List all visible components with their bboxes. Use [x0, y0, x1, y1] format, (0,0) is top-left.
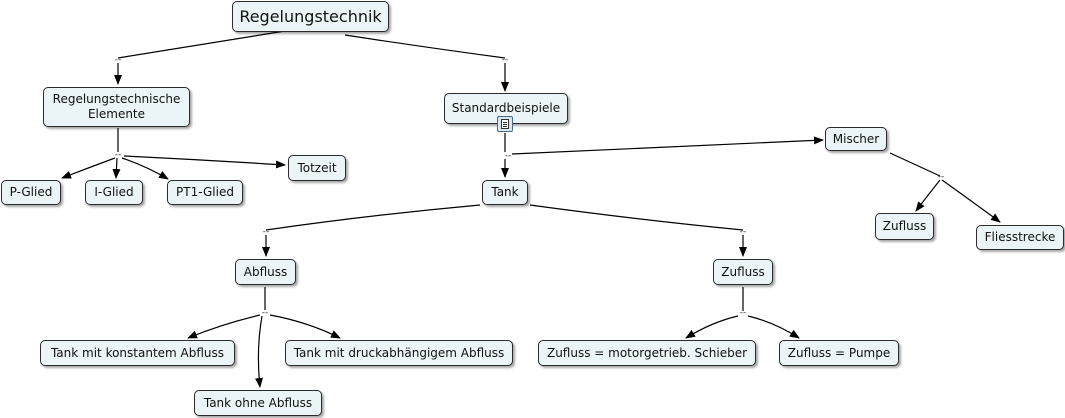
- concept-totzeit[interactable]: Totzeit: [288, 155, 346, 181]
- concept-mischer[interactable]: Mischer: [825, 127, 887, 151]
- concept-pt1-glied[interactable]: PT1-Glied: [167, 180, 243, 205]
- concept-regelungstechnische-elemente[interactable]: Regelungstechnische Elemente: [43, 87, 190, 127]
- concept-zufluss-motorgetrieb-schieber[interactable]: Zufluss = motorgetrieb. Schieber: [538, 340, 756, 366]
- concept-zufluss-tank[interactable]: Zufluss: [713, 259, 773, 285]
- edge-link-to-p-glied: [61, 157, 116, 179]
- edge-link-to-mischer: [511, 136, 824, 155]
- edge-link-to-pt1-glied: [121, 157, 169, 180]
- edge-link-to-i-glied: [112, 157, 121, 179]
- linking-phrase[interactable]: --: [740, 227, 747, 237]
- edge-link-to-zufluss-mischer: [915, 179, 941, 212]
- linking-phrase[interactable]: --: [938, 172, 945, 182]
- concept-abfluss[interactable]: Abfluss: [235, 259, 296, 285]
- concept-zufluss-pumpe[interactable]: Zufluss = Pumpe: [779, 340, 899, 366]
- concept-tank[interactable]: Tank: [482, 180, 528, 205]
- concept-tank-mit-druckabhaengigem-abfluss[interactable]: Tank mit druckabhängigem Abfluss: [285, 340, 513, 366]
- linking-phrase[interactable]: --: [263, 227, 270, 237]
- concept-p-glied[interactable]: P-Glied: [1, 180, 61, 205]
- linking-phrase[interactable]: --: [115, 150, 122, 160]
- edge-tank-to-link-left: [265, 204, 481, 231]
- linking-phrase[interactable]: --: [505, 151, 512, 161]
- concept-i-glied[interactable]: I-Glied: [85, 180, 143, 205]
- document-icon[interactable]: [497, 116, 513, 132]
- edge-mischer-to-link: [889, 152, 941, 177]
- concept-regelungstechnik[interactable]: Regelungstechnik: [232, 1, 389, 32]
- concept-fliesstrecke[interactable]: Fliesstrecke: [976, 225, 1064, 250]
- edge-link-to-zufluss-pumpe: [747, 315, 800, 339]
- edge-link-to-tank-konstant: [187, 314, 261, 339]
- concept-tank-mit-konstantem-abfluss[interactable]: Tank mit konstantem Abfluss: [40, 340, 235, 366]
- concept-tank-ohne-abfluss[interactable]: Tank ohne Abfluss: [194, 390, 322, 416]
- concept-zufluss-mischer[interactable]: Zufluss: [875, 213, 934, 240]
- linking-phrase[interactable]: --: [262, 308, 269, 318]
- edge-link-to-zufluss-schieber: [685, 315, 739, 339]
- edge-link-to-tank-druck: [269, 314, 341, 339]
- edge-link-to-tank-ohne: [255, 315, 264, 388]
- edge-root-to-link-left: [117, 30, 286, 59]
- linking-phrase[interactable]: --: [740, 308, 747, 318]
- edge-link-to-totzeit: [123, 155, 286, 169]
- linking-phrase[interactable]: --: [115, 55, 122, 65]
- linking-phrase[interactable]: --: [502, 55, 509, 65]
- edge-tank-to-link-right: [529, 204, 744, 231]
- edge-root-to-link-right: [344, 34, 506, 59]
- edge-link-to-fliesstrecke: [941, 179, 1001, 223]
